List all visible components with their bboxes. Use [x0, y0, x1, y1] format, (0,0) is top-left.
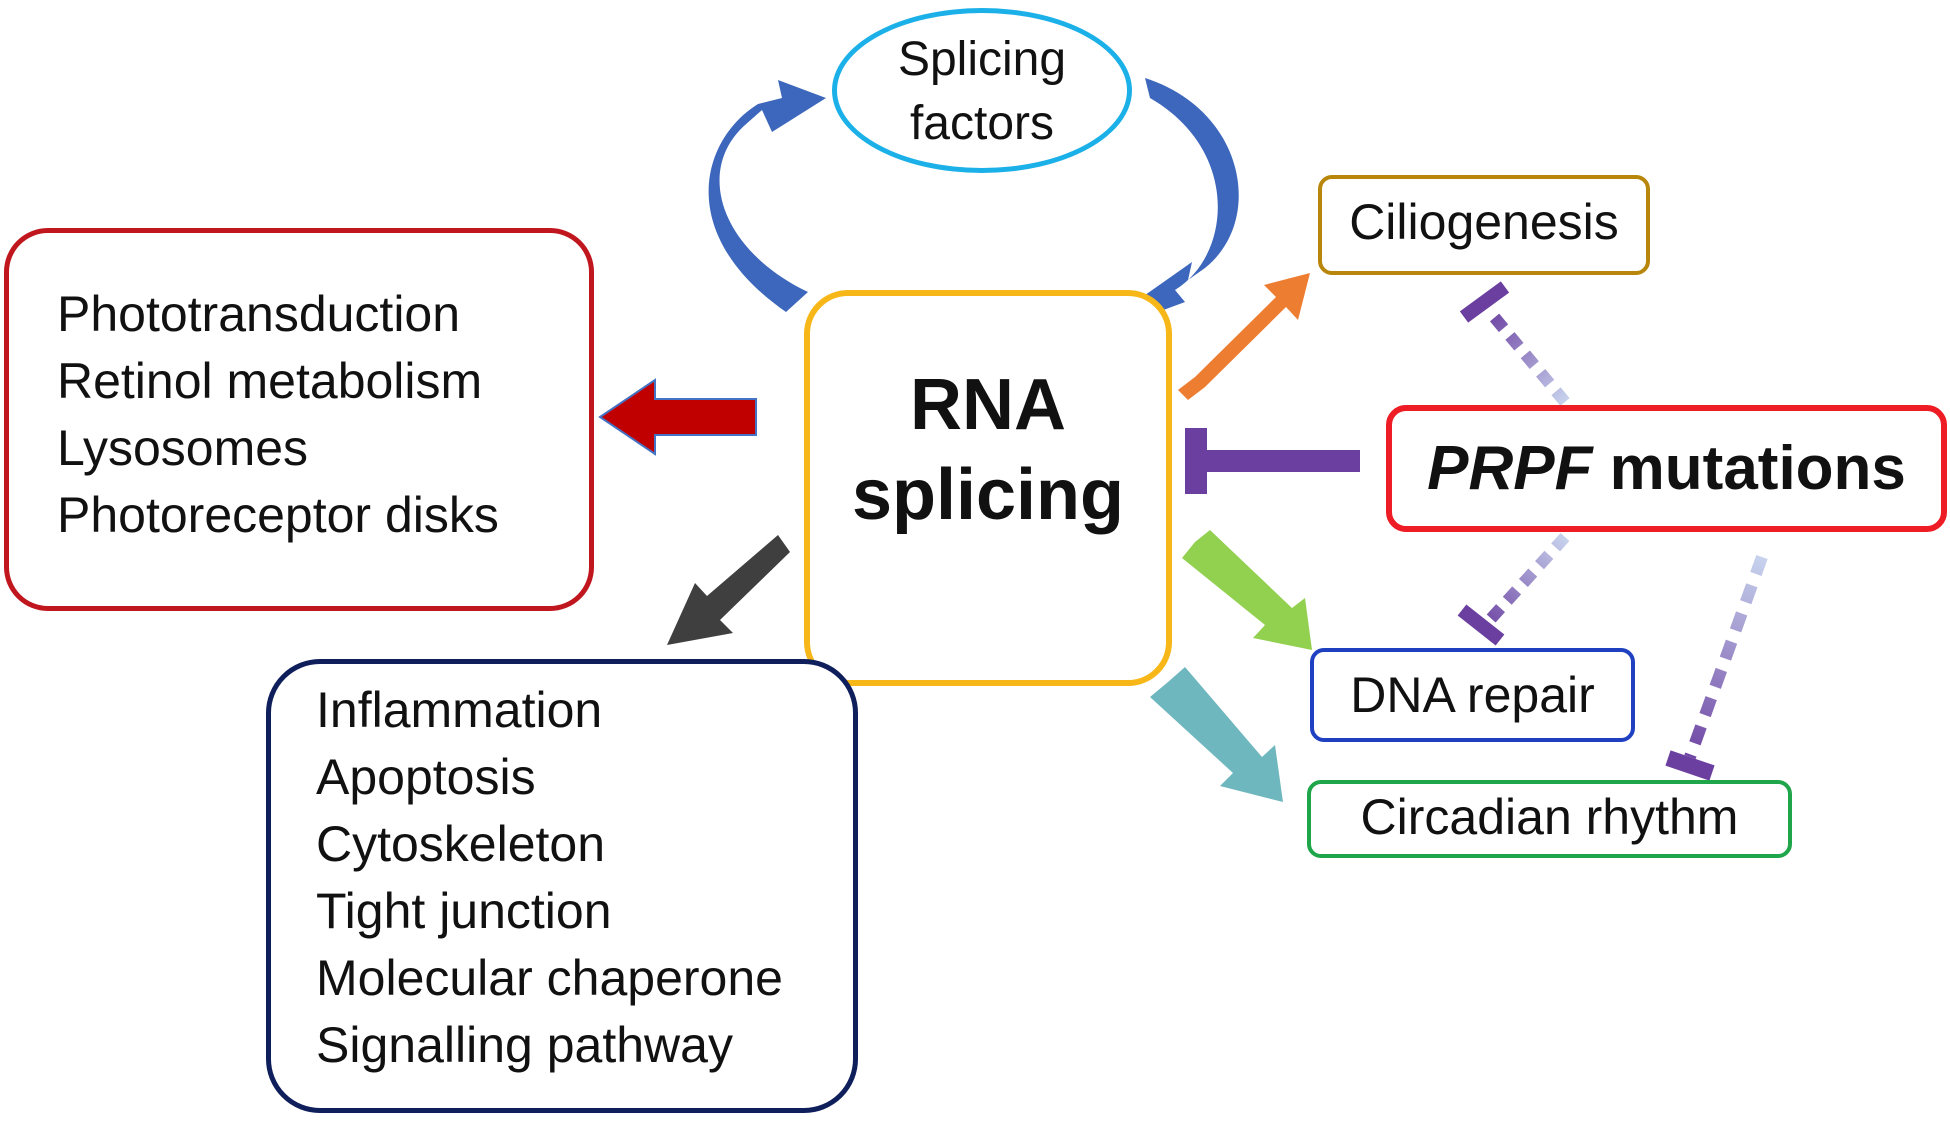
arrow-to-cellular-group — [667, 535, 790, 645]
ciliogenesis-box — [1318, 175, 1650, 275]
rna-splicing-node — [804, 290, 1172, 686]
prpf-mutations-box — [1386, 405, 1947, 532]
rna-splicing-label: RNA splicing — [804, 360, 1172, 540]
arrow-to-photoreceptor-group — [598, 378, 757, 456]
splicing-factors-label: Splicing factors — [832, 28, 1132, 156]
cellular-item: Cytoskeleton — [316, 816, 606, 872]
prpf-gene-name: PRPF — [1427, 434, 1593, 503]
inhibit-dna-repair — [1457, 532, 1570, 646]
dna-repair-label: DNA repair — [1350, 667, 1595, 723]
circadian-rhythm-label: Circadian rhythm — [1360, 789, 1739, 845]
dna-repair-box — [1310, 648, 1635, 742]
photoreceptor-item: Phototransduction — [57, 286, 461, 342]
cycle-arrow-to-rna-splicing — [1138, 78, 1239, 312]
cellular-group-box — [266, 659, 858, 1113]
cellular-item: Apoptosis — [316, 749, 536, 805]
photoreceptor-item: Photoreceptor disks — [57, 487, 499, 543]
photoreceptor-group-list: Phototransduction Retinol metabolism Lys… — [57, 281, 499, 549]
cycle-arrow-to-splicing-factors — [708, 80, 826, 312]
inhibit-ciliogenesis — [1459, 281, 1570, 406]
rna-splicing-line2: splicing — [851, 455, 1125, 535]
cellular-item: Tight junction — [316, 883, 612, 939]
photoreceptor-item: Lysosomes — [57, 420, 309, 476]
arrow-to-circadian-rhythm — [1150, 667, 1283, 802]
arrow-to-ciliogenesis — [1178, 273, 1310, 400]
splicing-factors-line2: factors — [909, 97, 1055, 150]
arrow-to-dna-repair — [1182, 530, 1312, 650]
cellular-group-list: Inflammation Apoptosis Cytoskeleton Tigh… — [316, 677, 783, 1079]
prpf-mutations-text: mutations — [1592, 434, 1906, 503]
inhibit-rna-splicing — [1185, 428, 1360, 494]
prpf-mutations-label: PRPF mutations — [1386, 432, 1947, 506]
photoreceptor-item: Retinol metabolism — [57, 353, 483, 409]
splicing-factors-line1: Splicing — [897, 33, 1067, 86]
cellular-item: Signalling pathway — [316, 1017, 733, 1073]
photoreceptor-group-box — [4, 228, 594, 611]
inhibit-circadian-rhythm — [1665, 554, 1768, 781]
cellular-item: Inflammation — [316, 682, 603, 738]
circadian-rhythm-box — [1307, 780, 1792, 858]
rna-splicing-line1: RNA — [910, 365, 1066, 445]
cellular-item: Molecular chaperone — [316, 950, 783, 1006]
ciliogenesis-label: Ciliogenesis — [1349, 194, 1619, 250]
splicing-factors-node — [832, 8, 1132, 173]
